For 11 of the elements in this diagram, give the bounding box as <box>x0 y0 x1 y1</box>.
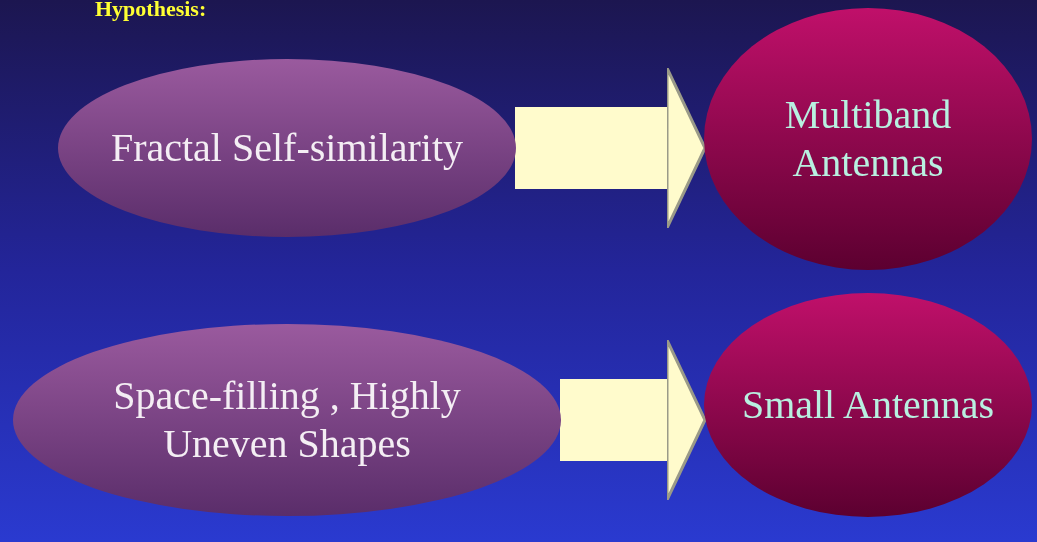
block-arrow <box>560 338 707 502</box>
ellipse-node <box>12 323 562 517</box>
slide-title: Hypothesis: <box>95 0 207 20</box>
ellipse-node <box>703 7 1033 271</box>
ellipse-node <box>57 58 517 238</box>
node-label: Small Antennas <box>741 381 995 429</box>
node-label: Space-filling , Highly Uneven Shapes <box>112 372 462 468</box>
block-arrow <box>515 66 707 230</box>
ellipse-node <box>703 292 1033 518</box>
node-label: Fractal Self-similarity <box>110 124 464 172</box>
node-label: Multiband Antennas <box>783 91 953 187</box>
